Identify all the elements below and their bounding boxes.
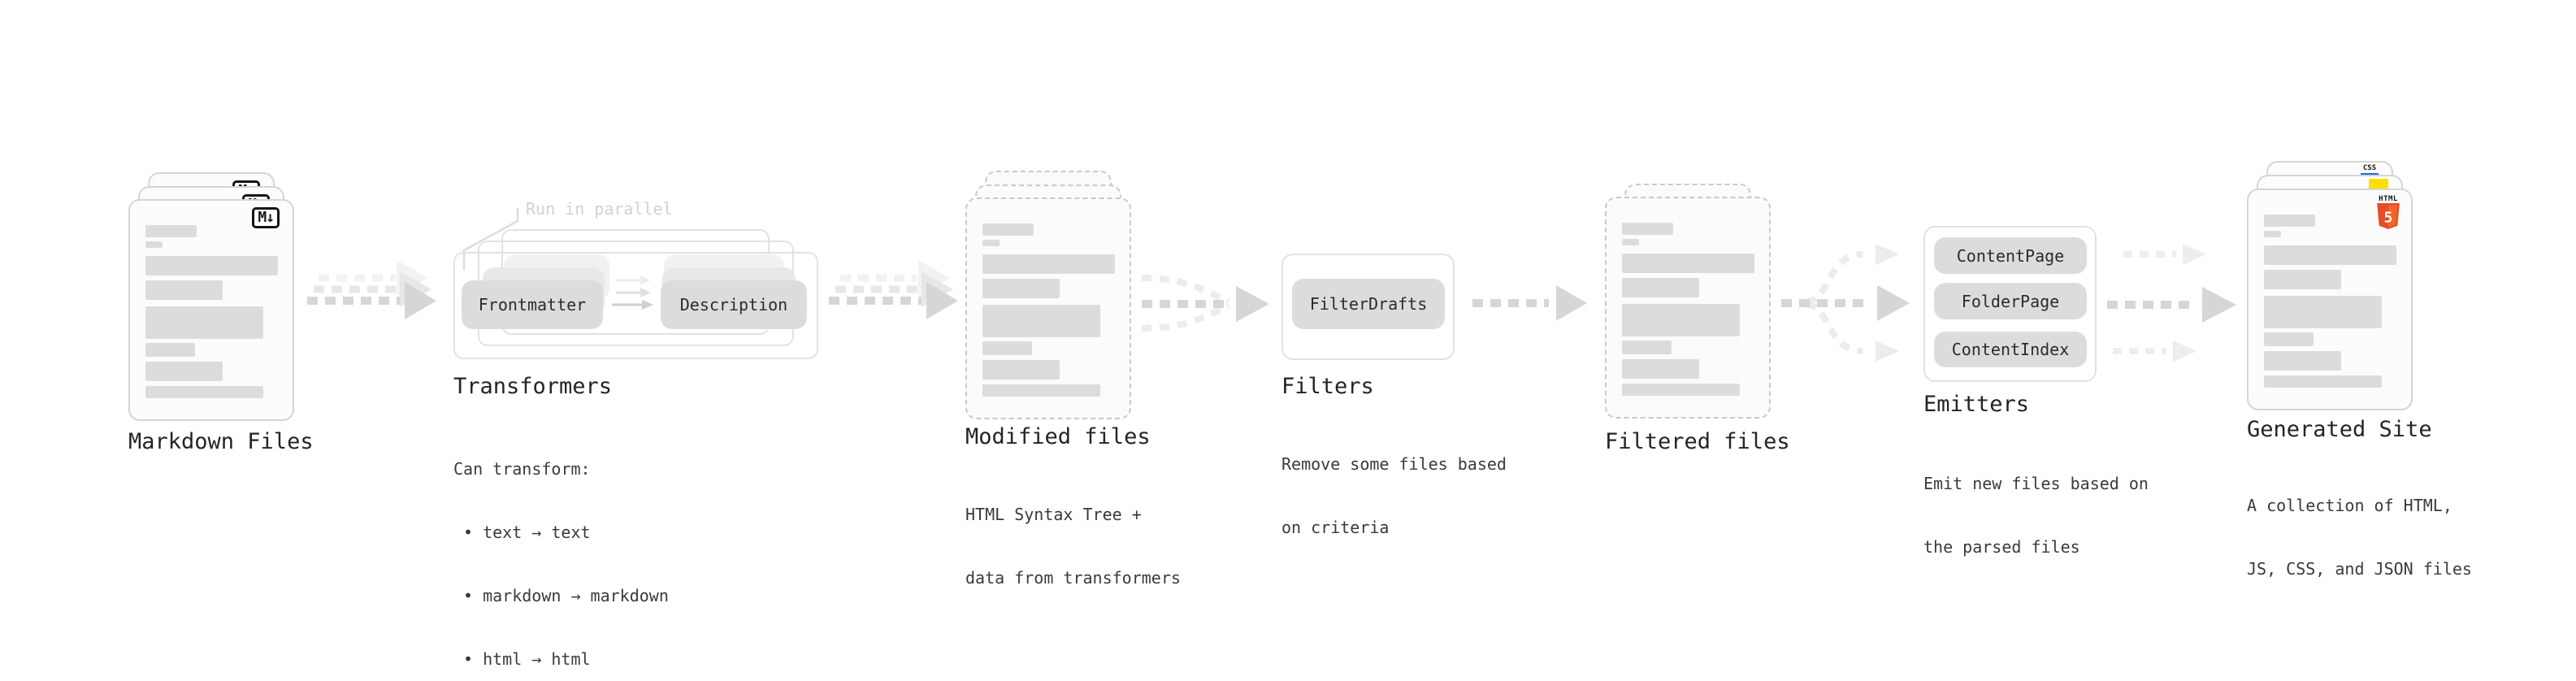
- bullet-item: • markdown → markdown: [463, 586, 669, 605]
- transformers-description: Can transform: • text → text • markdown …: [453, 416, 669, 681]
- folderpage-pill: FolderPage: [1934, 283, 2087, 319]
- placeholder-text-bar: [2264, 351, 2341, 371]
- desc-line: data from transformers: [965, 568, 1181, 588]
- placeholder-text-bar: [145, 386, 263, 398]
- placeholder-text-bar: [2264, 296, 2382, 328]
- generated-site-label: Generated Site: [2247, 417, 2432, 442]
- document-card: [965, 197, 1131, 419]
- modified-files-description: HTML Syntax Tree + data from transformer…: [965, 462, 1181, 631]
- markdown-files-label: Markdown Files: [128, 429, 314, 454]
- svg-text:5: 5: [2384, 209, 2393, 226]
- placeholder-text-bar: [982, 384, 1100, 397]
- desc-line: JS, CSS, and JSON files: [2247, 559, 2472, 579]
- transformers-title: Transformers: [453, 374, 613, 399]
- desc-line: the parsed files: [1923, 537, 2080, 557]
- filterdrafts-pill: FilterDrafts: [1292, 279, 1445, 329]
- emitters-description: Emit new files based on the parsed files: [1923, 431, 2149, 600]
- arrow-markdown-to-transformers: [307, 260, 436, 319]
- filtered-files-stack: [1605, 184, 1771, 419]
- filtered-files-label: Filtered files: [1605, 429, 1790, 454]
- javascript-icon: [2369, 179, 2388, 189]
- placeholder-text-bar: [145, 280, 223, 300]
- placeholder-text-bar: [1622, 340, 1672, 354]
- placeholder-text-bar: [982, 223, 1034, 236]
- placeholder-text-bar: [2264, 215, 2315, 227]
- arrow-emitters-to-generated: [2107, 244, 2236, 362]
- document-card: M↓: [128, 199, 294, 421]
- document-card: [1605, 197, 1771, 419]
- desc-line: Remove some files based: [1281, 454, 1507, 474]
- arrow-transformers-to-modified: [829, 260, 958, 319]
- placeholder-text-bar: [982, 360, 1060, 380]
- placeholder-text-bar: [2264, 375, 2382, 388]
- placeholder-text-bar: [1622, 278, 1699, 297]
- markdown-files-stack: M↓ M↓ M↓: [128, 172, 294, 421]
- bullet-item: • html → html: [463, 649, 591, 669]
- placeholder-text-bar: [982, 254, 1115, 274]
- contentpage-pill: ContentPage: [1934, 237, 2087, 274]
- desc-heading: Can transform:: [453, 459, 591, 479]
- bullet-item: • text → text: [463, 523, 591, 542]
- placeholder-text-bar: [982, 305, 1100, 337]
- generated-site-stack: CSS HTML 5: [2247, 161, 2413, 413]
- arrow-modified-to-filters: [1141, 275, 1269, 332]
- modified-files-label: Modified files: [965, 424, 1151, 449]
- frontmatter-pill: Frontmatter: [462, 280, 603, 329]
- transformer-box-front: [453, 252, 818, 359]
- placeholder-text-bar: [1622, 304, 1740, 336]
- filters-description: Remove some files based on criteria: [1281, 411, 1507, 580]
- desc-line: A collection of HTML,: [2247, 496, 2452, 515]
- generated-site-description: A collection of HTML, JS, CSS, and JSON …: [2247, 453, 2472, 622]
- contentindex-pill: ContentIndex: [1934, 332, 2087, 367]
- emitters-title: Emitters: [1923, 392, 2030, 417]
- desc-line: HTML Syntax Tree +: [965, 505, 1142, 524]
- placeholder-text-bar: [1622, 359, 1699, 379]
- html5-icon: HTML 5: [2377, 195, 2400, 229]
- placeholder-text-bar: [145, 225, 197, 237]
- placeholder-text-bar: [2264, 245, 2396, 265]
- desc-line: Emit new files based on: [1923, 474, 2149, 493]
- placeholder-text-bar: [145, 306, 263, 339]
- modified-files-stack: [965, 171, 1131, 419]
- arrow-filters-to-filtered: [1472, 285, 1587, 321]
- placeholder-text-bar: [2264, 270, 2341, 289]
- placeholder-text-bar: [982, 279, 1060, 298]
- filters-title: Filters: [1281, 374, 1374, 399]
- placeholder-text-bar: [1622, 384, 1740, 396]
- run-in-parallel-note: Run in parallel: [526, 199, 673, 219]
- desc-line: on criteria: [1281, 518, 1390, 537]
- placeholder-text-bar: [982, 240, 1000, 246]
- placeholder-text-bar: [2264, 231, 2281, 237]
- placeholder-text-bar: [2264, 332, 2314, 346]
- arrow-filtered-to-emitters: [1781, 244, 1910, 362]
- markdown-icon: M↓: [252, 207, 280, 228]
- placeholder-text-bar: [145, 362, 223, 381]
- document-card: HTML 5: [2247, 189, 2413, 410]
- placeholder-text-bar: [982, 341, 1032, 355]
- placeholder-text-bar: [1622, 254, 1754, 273]
- description-pill: Description: [661, 280, 807, 329]
- placeholder-text-bar: [1622, 223, 1673, 235]
- placeholder-text-bar: [145, 343, 195, 357]
- placeholder-text-bar: [145, 256, 278, 275]
- html5-shield: 5: [2377, 203, 2400, 229]
- placeholder-text-bar: [1622, 239, 1639, 245]
- placeholder-text-bar: [145, 241, 163, 248]
